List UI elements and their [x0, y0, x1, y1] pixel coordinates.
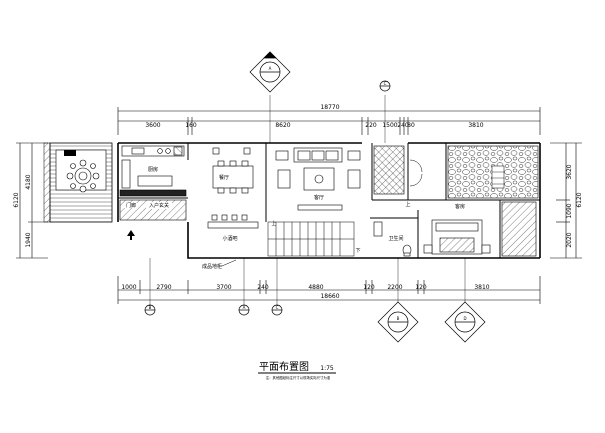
porch-label-bg — [124, 203, 138, 208]
top-overall-dim: 18770 — [320, 104, 339, 111]
axis-lines — [149, 95, 466, 305]
room-label-bar: 小酒吧 — [222, 235, 237, 242]
marker-top-left-label: A — [269, 66, 272, 71]
room-label-bath: 卫生间 — [388, 235, 403, 242]
section-marker-bottom-d — [444, 301, 486, 343]
room-label-dining: 餐厅 — [219, 174, 229, 181]
garden-path — [491, 165, 505, 189]
bottom-dim-8: 120 — [415, 284, 427, 291]
left-dimension-lines — [16, 142, 48, 259]
room-label-living: 客厅 — [314, 194, 324, 201]
bottom-dim-7: 2200 — [387, 284, 402, 291]
room-label-porch: 门廊 — [126, 202, 136, 209]
marker-top-mid-label: C — [384, 81, 387, 86]
bottom-dim-5: 4880 — [308, 284, 323, 291]
top-dim-2: 160 — [185, 122, 197, 129]
right-dim-lower: 2020 — [566, 232, 573, 247]
section-marker-bottom-a — [238, 304, 250, 316]
bathroom-fixtures — [373, 221, 412, 257]
porch-wall-left — [43, 142, 51, 223]
bottom-overall-dim: 18660 — [320, 293, 339, 300]
bottom-dim-3: 3700 — [216, 284, 231, 291]
left-dim-lower: 1940 — [25, 232, 32, 247]
bar-counter — [207, 214, 259, 229]
staircase — [267, 221, 355, 257]
bottom-dim-9: 3810 — [474, 284, 489, 291]
section-marker-bottom-left — [144, 304, 156, 316]
top-dim-7: 80 — [407, 122, 415, 129]
entry-label-bg — [146, 202, 172, 209]
guest-closet — [501, 201, 537, 257]
porch-plant — [64, 150, 76, 156]
room-label-entry: 入户玄关 — [149, 202, 169, 209]
top-dim-6: 240 — [397, 122, 409, 129]
marker-bottom-d-label: D — [463, 316, 466, 321]
door-swing-icon — [409, 159, 423, 173]
dining-label-bg — [218, 174, 230, 180]
right-dim-total: 6120 — [576, 192, 583, 207]
marker-bottom-a-label: A — [243, 305, 246, 310]
top-dim-1: 3600 — [145, 122, 160, 129]
drawing-note: 注：其他图纸标注尺寸以现场实际尺寸为准 — [266, 375, 331, 380]
top-dim-8: 3810 — [468, 122, 483, 129]
marker-bottom-b-label: C — [276, 305, 279, 310]
bottom-dim-2: 2790 — [156, 284, 171, 291]
guest-bed — [423, 219, 491, 255]
drawing-scale: 1:75 — [320, 365, 334, 372]
dining-table-set — [212, 147, 254, 194]
left-dim-total: 6120 — [13, 192, 20, 207]
top-dimension-lines — [117, 107, 541, 135]
section-marker-top-mid — [379, 80, 391, 92]
drawing-title: 平面布置图 — [259, 361, 309, 373]
interior-walls — [118, 143, 540, 258]
floor-cabinet-leader — [221, 259, 237, 267]
bottom-dim-1: 1000 — [121, 284, 136, 291]
porch-table-set — [66, 159, 100, 193]
living-room-furniture — [275, 147, 361, 211]
section-marker-top-left — [249, 51, 291, 93]
stair-up-label: 上 — [271, 220, 276, 227]
entrance-arrow-icon — [127, 230, 135, 240]
top-dim-5: 1500 — [382, 122, 397, 129]
right-dimension-lines — [550, 142, 582, 259]
door-swing-icon-2 — [409, 173, 423, 187]
closet-hatch-cross — [374, 146, 404, 194]
marker-bottom-left-label: B — [149, 305, 152, 310]
section-marker-bottom-c — [377, 301, 419, 343]
bottom-dim-4: 240 — [257, 284, 269, 291]
room-label-guest: 客房 — [455, 203, 465, 210]
right-dim-upper: 3620 — [566, 164, 573, 179]
kitchen-fixtures — [119, 145, 187, 197]
bottom-dim-6: 120 — [363, 284, 375, 291]
stair-up-label-2: 上 — [405, 201, 410, 208]
top-dim-4: 220 — [365, 122, 377, 129]
marker-bottom-c-label: B — [397, 316, 400, 321]
left-dim-upper: 4180 — [25, 174, 32, 189]
section-marker-bottom-b — [271, 304, 283, 316]
floor-cabinet-note: 成品地柜 — [202, 263, 222, 270]
right-dim-mid: 1090 — [566, 203, 573, 218]
top-dim-3: 8620 — [275, 122, 290, 129]
room-label-kitchen: 厨房 — [148, 166, 158, 173]
stair-down-label: 下 — [355, 248, 360, 254]
bottom-dimension-lines — [117, 276, 541, 304]
